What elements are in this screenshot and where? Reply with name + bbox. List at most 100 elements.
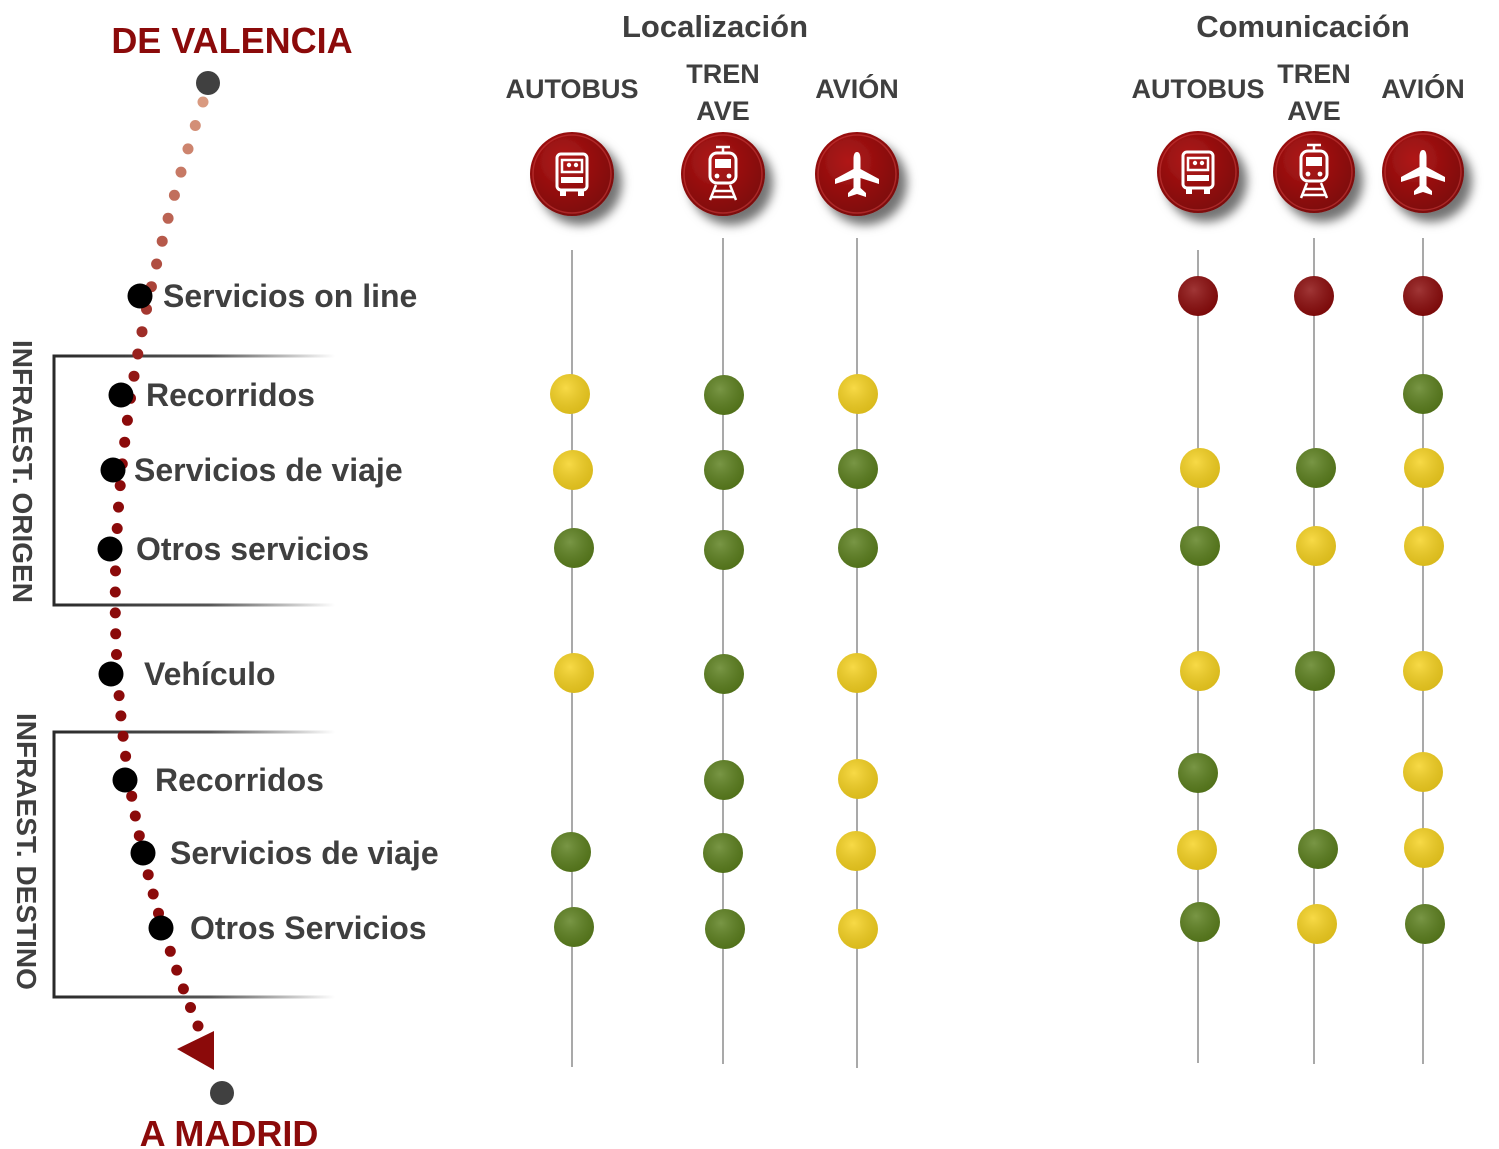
route-dot: [189, 120, 201, 131]
group-title: Comunicación: [1196, 9, 1410, 44]
stage-label: Servicios on line: [163, 278, 417, 314]
plane-icon: [815, 132, 899, 216]
status-dot-green: [1178, 753, 1218, 793]
route-dot: [171, 964, 183, 976]
train-icon: [681, 132, 765, 216]
status-dot-green: [704, 450, 744, 490]
stage-node: [100, 457, 126, 483]
destination-bracket: [52, 730, 335, 999]
start-node: [196, 71, 220, 95]
status-dot-green: [1295, 651, 1335, 691]
route-dot: [117, 730, 129, 742]
stage-row: Recorridos: [112, 762, 324, 798]
route-dot: [151, 258, 163, 270]
status-dot-green: [551, 832, 591, 872]
route-dot: [111, 523, 123, 534]
status-dot-green: [704, 654, 744, 694]
route-dot: [109, 586, 121, 598]
status-dot-green: [838, 449, 878, 489]
stage-label: Otros servicios: [136, 531, 369, 567]
route-dot: [113, 501, 124, 513]
stage-node: [97, 536, 123, 562]
stage-row: Vehículo: [98, 656, 276, 692]
route-dot: [121, 414, 133, 426]
route-dot: [162, 212, 174, 224]
route-arrow: [177, 1031, 214, 1070]
status-dot-yellow: [554, 653, 594, 693]
status-dot-yellow: [837, 653, 877, 693]
route-dot: [126, 790, 138, 802]
origin-bracket: [52, 354, 335, 607]
route-dot: [114, 480, 126, 492]
status-dot-red: [1403, 276, 1443, 316]
stage-label: Servicios de viaje: [134, 452, 403, 488]
status-dot-yellow: [838, 374, 878, 414]
status-dot-yellow: [836, 831, 876, 871]
group-title: Localización: [622, 9, 808, 44]
stage-node: [98, 661, 124, 687]
bus-icon: [530, 132, 614, 216]
train-icon: [1273, 131, 1355, 213]
status-dot-yellow: [1180, 448, 1220, 488]
route-dot: [164, 945, 176, 957]
bus-icon: [1157, 131, 1239, 213]
route-dot: [168, 189, 180, 201]
stage-label: Servicios de viaje: [170, 835, 439, 871]
stage-node: [112, 767, 138, 793]
stage-row: Otros Servicios: [148, 910, 427, 946]
stage-label: Recorridos: [155, 762, 324, 798]
status-dot-green: [1180, 902, 1220, 942]
stage-label: Otros Servicios: [190, 910, 427, 946]
status-dot-yellow: [1296, 526, 1336, 566]
mode-label: AUTOBUS: [505, 74, 638, 104]
stage-node: [130, 840, 156, 866]
status-dot-yellow: [838, 759, 878, 799]
stage-row: Servicios de viaje: [130, 835, 439, 871]
column-lines: [571, 238, 1424, 1068]
status-dot-green: [1296, 448, 1336, 488]
mode-label: AUTOBUS: [1131, 74, 1264, 104]
stage-row: Otros servicios: [97, 531, 369, 567]
status-dot-green: [1298, 829, 1338, 869]
status-dot-green: [705, 909, 745, 949]
status-dot-red: [1294, 276, 1334, 316]
route-dot: [192, 1020, 204, 1032]
status-matrix: [550, 276, 1445, 949]
route-dot: [119, 436, 131, 448]
route-dot: [109, 607, 121, 619]
stage-node: [127, 283, 153, 309]
route-dot: [128, 370, 140, 382]
status-dot-green: [554, 907, 594, 947]
stage-node: [108, 382, 134, 408]
status-dot-yellow: [553, 450, 593, 490]
route-origin-label: DE VALENCIA: [111, 20, 352, 61]
route-dot: [142, 869, 154, 881]
stage-label: Recorridos: [146, 377, 315, 413]
route-dot: [182, 143, 194, 155]
status-dot-green: [704, 375, 744, 415]
destination-side-label: INFRAEST. DESTINO: [11, 713, 42, 990]
stage-row: Recorridos: [108, 377, 315, 413]
status-dot-yellow: [1180, 651, 1220, 691]
status-dot-green: [704, 760, 744, 800]
route-dot: [177, 983, 189, 995]
stage-row: Servicios on line: [127, 278, 417, 314]
route-dot: [115, 710, 127, 722]
route-dot: [197, 96, 209, 108]
mode-label: AVIÓN: [815, 73, 899, 104]
status-dot-yellow: [838, 909, 878, 949]
status-dot-yellow: [550, 374, 590, 414]
route-dot: [132, 348, 144, 360]
status-dot-yellow: [1404, 828, 1444, 868]
route-dot: [136, 326, 148, 338]
status-dot-green: [704, 530, 744, 570]
mode-label: AVIÓN: [1381, 73, 1465, 104]
status-dot-green: [554, 528, 594, 568]
status-dot-green: [1180, 526, 1220, 566]
